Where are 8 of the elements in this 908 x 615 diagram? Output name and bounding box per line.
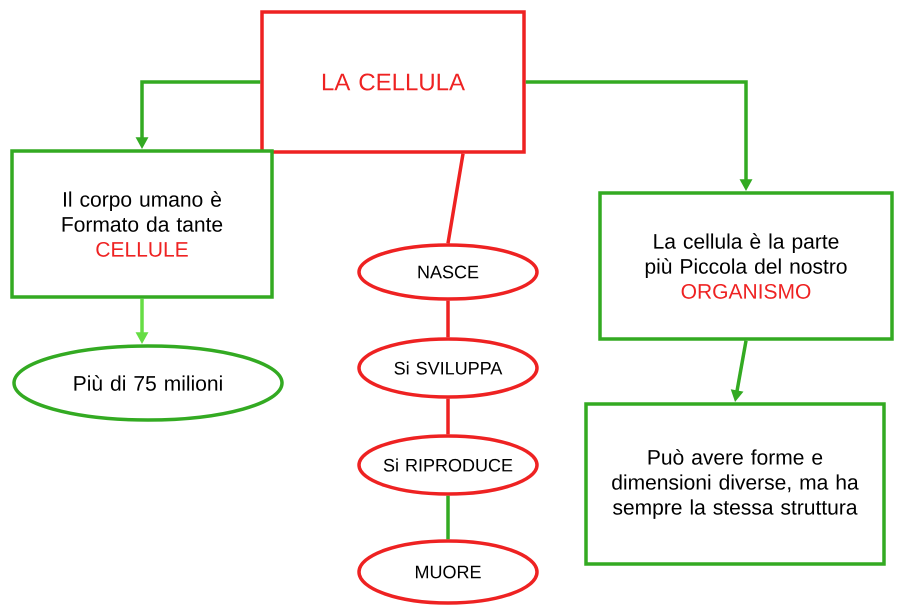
process-box: Il corpo umano è Formato da tante CELLULE xyxy=(10,149,274,299)
connector-line xyxy=(446,153,465,244)
process-box: La cellula è la parte più Piccola del nostro ORGANISMO xyxy=(598,191,894,341)
connector-line xyxy=(446,496,450,540)
connector-line xyxy=(446,398,450,434)
process-box: Può avere forme e dimensioni diverse, ma ha sempre la stessa struttura xyxy=(584,402,886,566)
title-box: LA CELLULA xyxy=(260,10,526,154)
connector-line xyxy=(446,300,450,338)
